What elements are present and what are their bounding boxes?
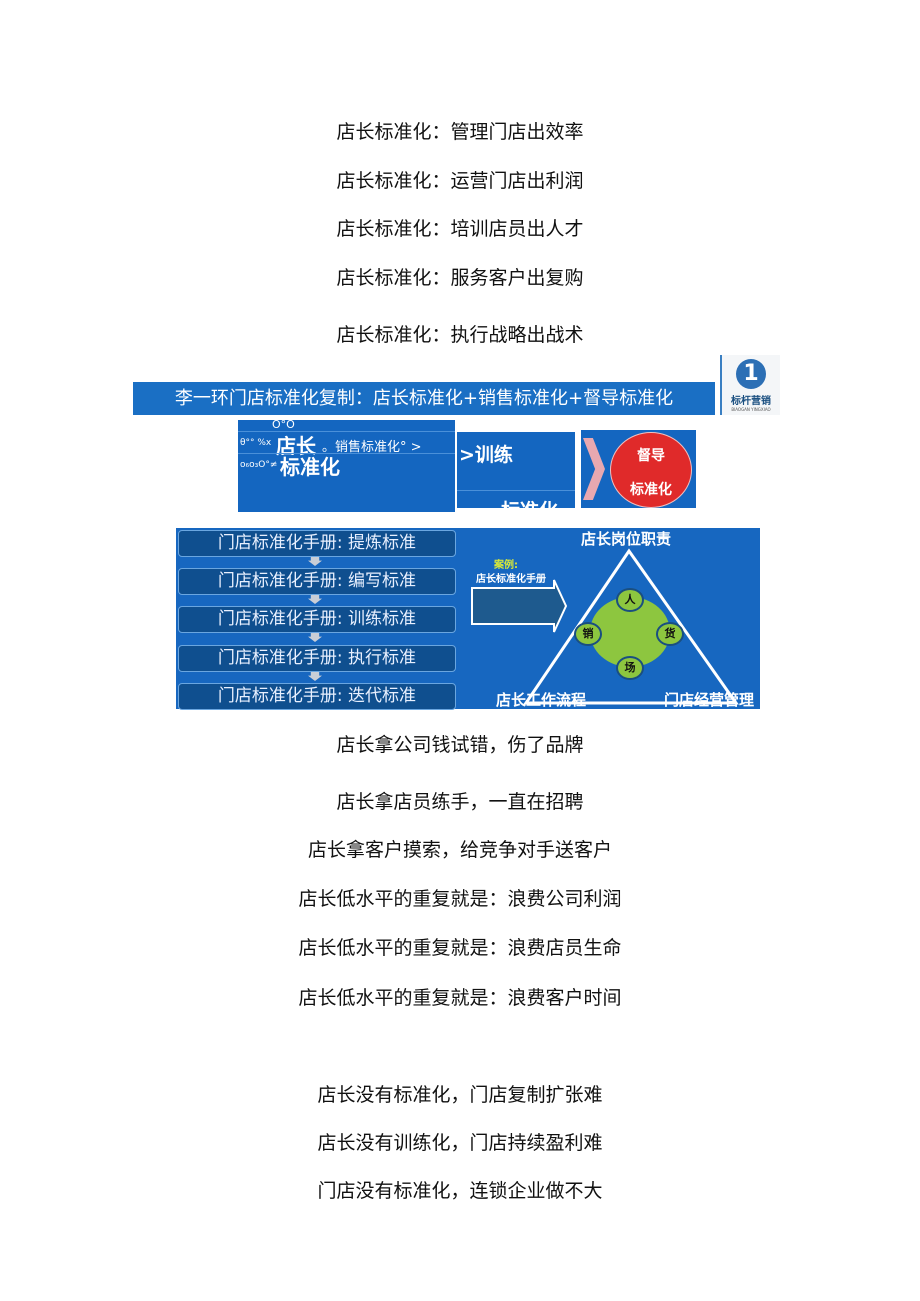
circle-text: 督导 bbox=[637, 448, 665, 464]
logo-icon: 1 bbox=[736, 359, 766, 389]
text-line: 店长标准化：培训店员出人才 bbox=[336, 218, 584, 240]
banner-title: 李一环门店标准化复制：店长标准化+销售标准化+督导标准化 bbox=[133, 382, 715, 415]
arrow-down-icon bbox=[308, 595, 322, 604]
triangle-left-label: 店长工作流程 bbox=[496, 691, 587, 709]
text-line: 店长没有标准化，门店复制扩张难 bbox=[317, 1084, 603, 1106]
triangle-right-label: 门店经营管理 bbox=[664, 691, 755, 709]
box-title: 标准化 bbox=[280, 455, 340, 479]
logo-subtext: BIAOGAN YINGXIAO bbox=[731, 407, 771, 412]
manual-diagram: 门店标准化手册: 提炼标准 门店标准化手册: 编写标准 门店标准化手册: 训练标… bbox=[176, 528, 760, 710]
text-line: 店长拿公司钱试错，伤了品牌 bbox=[336, 734, 584, 756]
chevron-right-icon bbox=[583, 438, 605, 500]
arrow-down-icon bbox=[308, 557, 322, 566]
supervisor-circle: 督导 标准化 bbox=[610, 432, 692, 508]
box-title: 店长 bbox=[276, 434, 316, 458]
text-line: 店长没有训练化，门店持续盈利难 bbox=[317, 1132, 603, 1154]
box-subtitle: 。销售标准化° > bbox=[322, 440, 422, 455]
step-box: 门店标准化手册: 迭代标准 bbox=[178, 683, 456, 710]
case-text: 店长标准化手册 bbox=[476, 574, 546, 585]
step-box: 门店标准化手册: 提炼标准 bbox=[178, 530, 456, 557]
text-line: 店长拿店员练手，一直在招聘 bbox=[336, 791, 584, 813]
step-box: 门店标准化手册: 执行标准 bbox=[178, 645, 456, 672]
text-line: 店长低水平的重复就是：浪费店员生命 bbox=[298, 937, 622, 959]
training-box: >训练 标准化 bbox=[457, 432, 575, 508]
text-line: 门店没有标准化，连锁企业做不大 bbox=[317, 1180, 603, 1202]
supervisor-box: 督导 标准化 bbox=[581, 430, 696, 508]
noise-text: O°O bbox=[272, 418, 295, 431]
store-manager-box: O°O θ°° %x 店长 。销售标准化° > o₆o₃O°≠ 标准化 bbox=[238, 418, 455, 512]
node-goods: 货 bbox=[656, 622, 684, 646]
arrow-down-icon bbox=[308, 633, 322, 642]
triangle-top-label: 店长岗位职责 bbox=[581, 530, 672, 548]
step-box: 门店标准化手册: 编写标准 bbox=[178, 568, 456, 595]
step-box: 门店标准化手册: 训练标准 bbox=[178, 606, 456, 633]
noise-text: θ°° %x bbox=[240, 438, 272, 448]
text-line: 店长低水平的重复就是：浪费客户时间 bbox=[298, 987, 622, 1009]
logo-text: 标杆营销 bbox=[731, 396, 771, 407]
center-circle bbox=[590, 597, 670, 667]
circle-text: 标准化 bbox=[630, 482, 672, 498]
box-title: >训练 bbox=[459, 444, 513, 466]
node-people: 人 bbox=[616, 588, 644, 612]
noise-text: o₆o₃O°≠ bbox=[240, 460, 278, 470]
text-line: 店长拿客户摸索，给竞争对手送客户 bbox=[307, 839, 612, 861]
box-title: 标准化 bbox=[501, 496, 558, 508]
text-line: 店长标准化：服务客户出复购 bbox=[336, 267, 584, 289]
arrow-right-icon bbox=[471, 579, 568, 633]
arrow-down-icon bbox=[308, 672, 322, 681]
text-line: 店长标准化：执行战略出战术 bbox=[336, 324, 584, 346]
logo: 1 标杆营销 BIAOGAN YINGXIAO bbox=[720, 355, 780, 415]
node-sales: 销 bbox=[574, 622, 602, 646]
case-label: 案例: bbox=[494, 560, 518, 571]
text-line: 店长标准化：运营门店出利润 bbox=[336, 170, 584, 192]
text-line: 店长低水平的重复就是：浪费公司利润 bbox=[298, 888, 622, 910]
text-line: 店长标准化：管理门店出效率 bbox=[336, 121, 584, 143]
node-place: 场 bbox=[616, 656, 644, 680]
triangle-diagram bbox=[471, 548, 739, 705]
